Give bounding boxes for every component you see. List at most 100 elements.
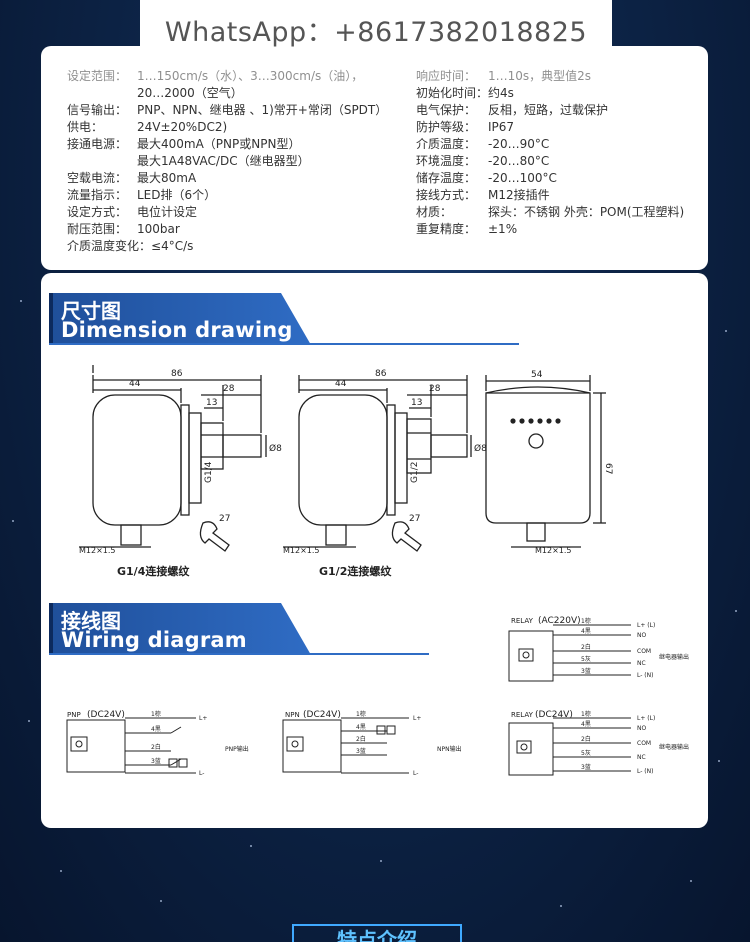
svg-text:NO: NO bbox=[637, 725, 646, 732]
svg-text:NPN输出: NPN输出 bbox=[437, 745, 462, 753]
svg-text:(DC24V): (DC24V) bbox=[87, 710, 125, 720]
led-indicator bbox=[546, 418, 552, 424]
svg-text:86: 86 bbox=[375, 369, 387, 379]
spec-row: 空载电流：最大80mA bbox=[67, 171, 197, 185]
npn-diagram bbox=[282, 717, 409, 774]
svg-text:2白: 2白 bbox=[581, 643, 591, 651]
svg-text:COM: COM bbox=[637, 648, 651, 655]
svg-text:44: 44 bbox=[129, 379, 141, 389]
svg-text:3蓝: 3蓝 bbox=[356, 747, 366, 755]
svg-text:3蓝: 3蓝 bbox=[581, 667, 591, 675]
dimension-title-en: Dimension drawing bbox=[61, 318, 293, 342]
wiring-title-cn: 接线图 bbox=[61, 609, 121, 633]
svg-text:NC: NC bbox=[637, 754, 646, 761]
features-heading-box: 特点介绍 bbox=[292, 924, 462, 942]
svg-text:L+: L+ bbox=[199, 715, 207, 722]
spec-row: 供电：24V±20%DC2) bbox=[67, 120, 228, 134]
spec-row: 重复精度：±1% bbox=[416, 222, 518, 236]
spec-row: 材质：探头：不锈钢 外壳：POM(工程塑料) bbox=[416, 205, 685, 219]
wiring-title-en: Wiring diagram bbox=[61, 628, 247, 652]
spec-row: 介质温度：-20…90°C bbox=[416, 137, 550, 151]
svg-text:L- (N): L- (N) bbox=[637, 768, 653, 775]
relay-ac-diagram bbox=[508, 624, 631, 682]
front-view-leds bbox=[510, 418, 561, 424]
led-indicator bbox=[528, 418, 534, 424]
spec-row: 初始化时间：约4s bbox=[416, 86, 514, 100]
svg-text:67: 67 bbox=[603, 463, 613, 474]
svg-text:(DC24V): (DC24V) bbox=[303, 710, 341, 720]
svg-text:(DC24V): (DC24V) bbox=[535, 710, 573, 720]
svg-text:1棕: 1棕 bbox=[356, 710, 366, 718]
led-indicator bbox=[510, 418, 516, 424]
spec-row: 信号输出：PNP、NPN、继电器 、1)常开+常闭（SPDT） bbox=[67, 103, 388, 117]
svg-text:Ø8: Ø8 bbox=[269, 443, 282, 454]
svg-text:G1/4: G1/4 bbox=[204, 461, 214, 483]
svg-text:L-: L- bbox=[413, 770, 418, 777]
svg-text:4黑: 4黑 bbox=[356, 724, 366, 731]
svg-text:G1/2: G1/2 bbox=[410, 462, 420, 483]
svg-text:44: 44 bbox=[335, 379, 347, 389]
svg-text:NO: NO bbox=[637, 632, 646, 639]
svg-text:(AC220V): (AC220V) bbox=[538, 616, 581, 626]
led-indicator bbox=[555, 418, 561, 424]
spec-row: 设定范围：1…150cm/s（水）、3…300cm/s（油）， bbox=[67, 69, 364, 83]
spec-row: 储存温度：-20…100°C bbox=[416, 171, 557, 185]
svg-text:3蓝: 3蓝 bbox=[151, 757, 161, 765]
svg-text:M12×1.5: M12×1.5 bbox=[283, 546, 320, 555]
svg-text:54: 54 bbox=[531, 370, 543, 380]
svg-text:L+: L+ bbox=[413, 715, 421, 722]
pnp-diagram bbox=[66, 717, 196, 774]
svg-text:4黑: 4黑 bbox=[581, 721, 591, 728]
sensor-drawing-g14 bbox=[79, 365, 267, 552]
svg-text:28: 28 bbox=[429, 384, 441, 394]
svg-text:继电器输出: 继电器输出 bbox=[659, 653, 689, 661]
svg-text:4黑: 4黑 bbox=[581, 628, 591, 635]
diagrams-card: 尺寸图 Dimension drawing bbox=[41, 273, 708, 828]
svg-text:2白: 2白 bbox=[151, 743, 161, 751]
whatsapp-watermark: WhatsApp：+8617382018825 bbox=[140, 0, 612, 58]
wiring-section-header: 接线图 Wiring diagram bbox=[49, 603, 519, 655]
svg-text:L+ (L): L+ (L) bbox=[637, 715, 655, 722]
dimension-section-header: 尺寸图 Dimension drawing bbox=[49, 293, 519, 345]
relay-dc-diagram bbox=[508, 717, 631, 776]
svg-text:28: 28 bbox=[223, 384, 235, 394]
svg-text:4黑: 4黑 bbox=[151, 726, 161, 733]
dimension-drawing: 86 44 28 13 Ø8 G1/4 27 M12×1.5 86 44 28 … bbox=[79, 365, 613, 578]
led-indicator bbox=[537, 418, 543, 424]
svg-text:M12×1.5: M12×1.5 bbox=[79, 546, 116, 555]
svg-text:1棕: 1棕 bbox=[581, 710, 591, 718]
spec-row: 防护等级：IP67 bbox=[416, 120, 515, 134]
spec-row: 耐压范围：100bar bbox=[67, 222, 180, 236]
svg-text:13: 13 bbox=[411, 398, 422, 408]
specs-right-column: 响应时间：1…10s，典型值2s 初始化时间：约4s 电气保护：反相，短路，过载… bbox=[416, 68, 706, 238]
svg-text:COM: COM bbox=[637, 740, 651, 747]
spec-row: 电气保护：反相，短路，过载保护 bbox=[416, 103, 609, 117]
svg-text:27: 27 bbox=[409, 514, 420, 524]
caption-g14: G1/4连接螺纹 bbox=[117, 564, 190, 578]
svg-text:13: 13 bbox=[206, 398, 217, 408]
svg-text:L+ (L): L+ (L) bbox=[637, 622, 655, 629]
svg-text:M12×1.5: M12×1.5 bbox=[535, 546, 572, 555]
svg-text:NC: NC bbox=[637, 660, 646, 667]
svg-text:RELAY: RELAY bbox=[511, 711, 534, 719]
spec-row: 最大1A48VAC/DC（继电器型） bbox=[137, 154, 310, 168]
caption-g12: G1/2连接螺纹 bbox=[319, 564, 392, 578]
spec-row: 接通电源：最大400mA（PNP或NPN型） bbox=[67, 137, 301, 151]
svg-text:5灰: 5灰 bbox=[581, 655, 591, 663]
svg-text:1棕: 1棕 bbox=[151, 710, 161, 718]
sensor-drawing-g12 bbox=[283, 375, 472, 552]
svg-text:L-: L- bbox=[199, 770, 204, 777]
svg-text:86: 86 bbox=[171, 369, 183, 379]
svg-text:Ø8: Ø8 bbox=[474, 443, 487, 454]
specifications-card: 设定范围：1…150cm/s（水）、3…300cm/s（油）， 20…2000（… bbox=[41, 46, 708, 270]
sensor-front-view bbox=[485, 375, 606, 548]
svg-text:PNP: PNP bbox=[67, 711, 81, 719]
svg-text:NPN: NPN bbox=[285, 711, 300, 719]
svg-text:3蓝: 3蓝 bbox=[581, 763, 591, 771]
svg-text:5灰: 5灰 bbox=[581, 749, 591, 757]
spec-row: 环境温度：-20…80°C bbox=[416, 154, 550, 168]
svg-text:继电器输出: 继电器输出 bbox=[659, 743, 689, 751]
svg-text:27: 27 bbox=[219, 514, 230, 524]
spec-row: 介质温度变化：≤4°C/s bbox=[67, 239, 194, 253]
